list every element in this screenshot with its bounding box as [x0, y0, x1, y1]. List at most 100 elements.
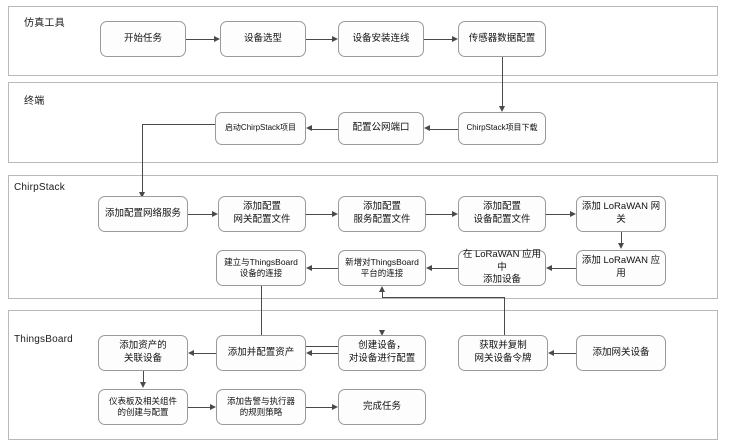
node-copy-gateway-token[interactable]: 获取并复制 网关设备令牌: [458, 335, 548, 371]
arrowhead-install-to-sensor: [452, 35, 458, 42]
arrowhead-build-conn-to-create: [378, 330, 385, 336]
edge-dashboard-to-alarm: [188, 407, 210, 408]
node-add-service-conf-line2: 服务配置文件: [353, 214, 411, 225]
node-add-device-conf-line1: 添加配置: [482, 201, 521, 213]
node-sensor-data-config-label: 传感器数据配置: [468, 32, 536, 44]
edge-sensor-to-download: [502, 57, 503, 108]
arrowhead-svcconf-to-devconf: [452, 210, 458, 217]
edge-build-conn-to-create-h: [261, 346, 382, 347]
node-add-config-asset-label: 添加并配置资产: [227, 346, 295, 358]
node-add-service-conf[interactable]: 添加配置 服务配置文件: [338, 196, 426, 232]
edge-device-in-app-to-tb-conn: [432, 268, 458, 269]
node-asset-related-device[interactable]: 添加资产的 关联设备: [98, 335, 188, 371]
node-build-tb-device-conn-line1: 建立与ThingsBoard: [224, 256, 298, 267]
arrowhead-sensor-to-download: [498, 106, 505, 112]
node-start-task[interactable]: 开始任务: [100, 21, 186, 57]
edge-related-device-to-dashboard: [143, 371, 144, 383]
node-add-network-service-label: 添加配置网络服务: [104, 207, 181, 219]
arrowhead-start-to-selection: [214, 35, 220, 42]
edge-gwconf-to-svcconf: [306, 214, 332, 215]
edge-start-to-network-h: [142, 124, 215, 125]
node-add-config-asset[interactable]: 添加并配置资产: [216, 335, 306, 371]
edge-asset-to-related-device: [194, 353, 216, 354]
node-build-tb-device-conn-line2: 设备的连接: [239, 268, 283, 278]
node-config-public-port[interactable]: 配置公网端口: [338, 112, 424, 145]
node-add-lorawan-gateway-label: 添加 LoRaWAN 网关: [581, 201, 661, 225]
arrowhead-download-to-port: [424, 125, 430, 131]
node-add-network-service[interactable]: 添加配置网络服务: [98, 196, 188, 232]
node-dashboard-create-line1: 仪表板及相关组件: [108, 395, 177, 406]
lane-label-chirpstack: ChirpStack: [14, 182, 65, 193]
node-chirpstack-download[interactable]: ChirpStack项目下载: [458, 112, 546, 145]
edge-token-to-tb-conn-v1: [504, 297, 505, 337]
node-device-install-wiring-label: 设备安装连线: [352, 32, 410, 44]
node-create-device-line2: 对设备进行配置: [348, 353, 416, 364]
edge-network-to-gwconf: [188, 214, 212, 215]
node-alarm-rule-chain[interactable]: 添加告警与执行器 的规则策略: [216, 389, 306, 425]
node-asset-related-device-line2: 关联设备: [123, 353, 162, 364]
lane-label-terminal: 终端: [24, 96, 45, 107]
edge-port-to-start: [312, 128, 338, 130]
node-device-selection[interactable]: 设备选型: [220, 21, 306, 57]
node-build-tb-device-conn[interactable]: 建立与ThingsBoard 设备的连接: [216, 250, 306, 286]
node-chirpstack-download-label: ChirpStack项目下载: [466, 123, 538, 133]
arrowhead-dashboard-to-alarm: [210, 403, 216, 410]
edge-install-to-sensor: [424, 39, 452, 40]
node-device-selection-label: 设备选型: [243, 32, 282, 44]
node-add-device-in-app[interactable]: 在 LoRaWAN 应用中 添加设备: [458, 248, 546, 286]
edge-token-to-tb-conn-h: [382, 297, 504, 298]
node-add-gateway-conf[interactable]: 添加配置 网关配置文件: [218, 196, 306, 232]
arrowhead-gwdevice-to-token: [548, 349, 554, 356]
lane-label-sim: 仿真工具: [24, 18, 65, 29]
edge-svcconf-to-devconf: [426, 214, 452, 215]
edge-start-to-selection: [186, 39, 214, 40]
arrowhead-asset-to-related-device: [188, 349, 194, 356]
arrowhead-port-to-start: [306, 125, 312, 131]
node-device-install-wiring[interactable]: 设备安装连线: [338, 21, 424, 57]
node-sensor-data-config[interactable]: 传感器数据配置: [458, 21, 546, 57]
node-add-tb-platform-conn[interactable]: 新增对ThingsBoard 平台的连接: [338, 250, 426, 286]
arrowhead-lorawan-app-to-device-in-app: [546, 264, 552, 271]
edge-gwdevice-to-token: [554, 353, 576, 354]
edge-tb-conn-to-build-conn: [312, 268, 338, 269]
arrowhead-gwconf-to-svcconf: [332, 210, 338, 217]
node-create-device[interactable]: 创建设备， 对设备进行配置: [338, 335, 426, 371]
arrowhead-device-in-app-to-tb-conn: [426, 264, 432, 271]
node-add-lorawan-app-label: 添加 LoRaWAN 应用: [581, 255, 661, 279]
node-dashboard-create[interactable]: 仪表板及相关组件 的创建与配置: [98, 389, 188, 425]
arrowhead-selection-to-install: [332, 35, 338, 42]
edge-selection-to-install: [306, 39, 332, 40]
edge-start-to-network-v: [142, 124, 143, 194]
node-finish-task-label: 完成任务: [362, 400, 401, 412]
node-add-gateway-device-label: 添加网关设备: [592, 346, 650, 358]
node-add-lorawan-app[interactable]: 添加 LoRaWAN 应用: [576, 250, 666, 286]
node-alarm-rule-chain-line1: 添加告警与执行器: [226, 395, 295, 406]
arrowhead-devconf-to-lorawan-gw: [570, 210, 576, 217]
node-add-lorawan-gateway[interactable]: 添加 LoRaWAN 网关: [576, 196, 666, 232]
node-add-service-conf-line1: 添加配置: [362, 201, 401, 213]
arrowhead-tb-conn-to-build-conn: [306, 264, 312, 271]
lane-label-thingsboard: ThingsBoard: [14, 334, 73, 345]
node-alarm-rule-chain-line2: 的规则策略: [239, 407, 283, 417]
node-copy-gateway-token-line1: 获取并复制: [479, 340, 527, 352]
node-add-gateway-conf-line1: 添加配置: [242, 201, 281, 213]
node-add-device-conf-line2: 设备配置文件: [473, 214, 531, 225]
node-finish-task[interactable]: 完成任务: [338, 389, 426, 425]
edge-lorawan-gw-to-app: [621, 232, 622, 244]
node-add-tb-platform-conn-line2: 平台的连接: [360, 268, 404, 278]
edge-lorawan-app-to-device-in-app: [552, 268, 576, 269]
node-start-chirpstack-label: 启动ChirpStack项目: [224, 123, 297, 133]
edge-create-to-asset: [312, 353, 338, 354]
arrowhead-network-to-gwconf: [212, 210, 218, 217]
node-add-device-conf[interactable]: 添加配置 设备配置文件: [458, 196, 546, 232]
arrowhead-lorawan-gw-to-app: [617, 243, 624, 249]
node-add-gateway-device[interactable]: 添加网关设备: [576, 335, 666, 371]
node-add-device-in-app-line1: 在 LoRaWAN 应用中: [462, 248, 542, 273]
edge-build-conn-to-create-v1: [261, 286, 262, 346]
node-add-tb-platform-conn-line1: 新增对ThingsBoard: [345, 256, 419, 267]
node-start-chirpstack[interactable]: 启动ChirpStack项目: [215, 112, 306, 145]
arrowhead-start-to-network: [138, 192, 145, 198]
arrowhead-alarm-to-finish: [332, 403, 338, 410]
edge-token-to-tb-conn-v2: [382, 292, 383, 297]
